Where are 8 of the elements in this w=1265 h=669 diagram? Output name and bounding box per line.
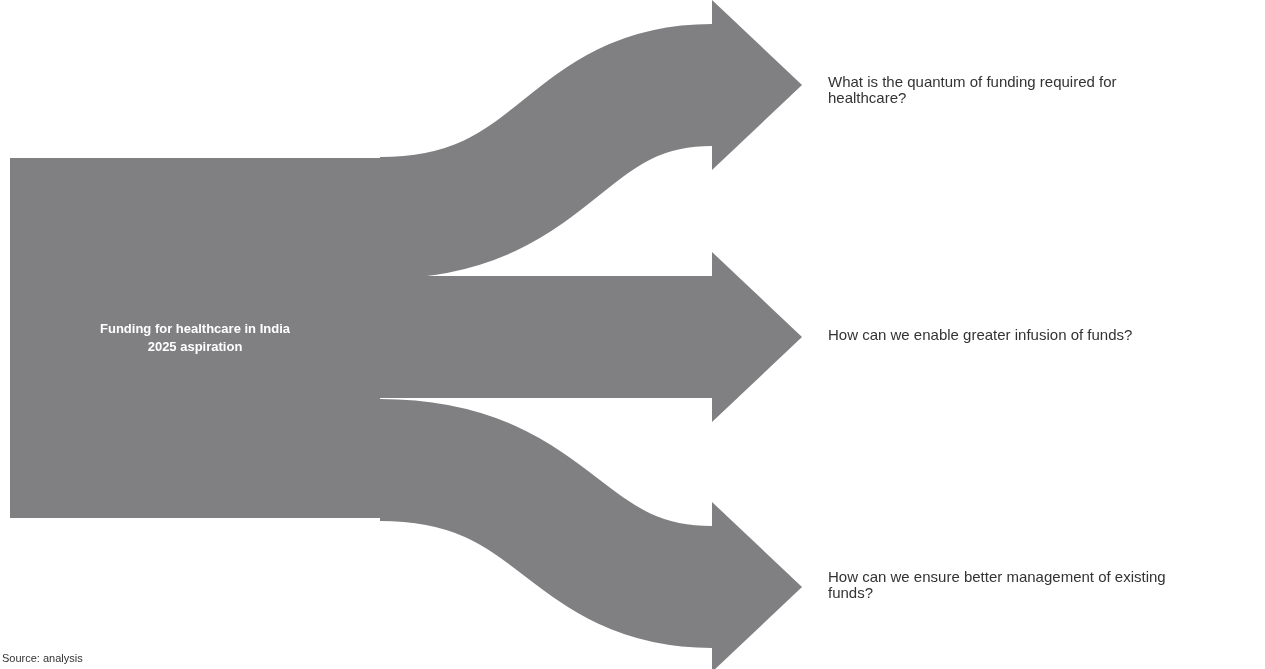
flow-arrow xyxy=(380,252,802,422)
block-title: 2025 aspiration xyxy=(147,338,243,356)
block-title: Funding for healthcare in India xyxy=(100,320,290,338)
source-block xyxy=(10,158,380,518)
source-note: Source: analysis xyxy=(2,651,83,666)
question-text: How can we ensure better management of existing funds? xyxy=(828,569,1178,601)
question-text: What is the quantum of funding required for healthcare? xyxy=(828,74,1178,106)
question-text: How can we enable greater infusion of funds? xyxy=(828,327,1258,343)
